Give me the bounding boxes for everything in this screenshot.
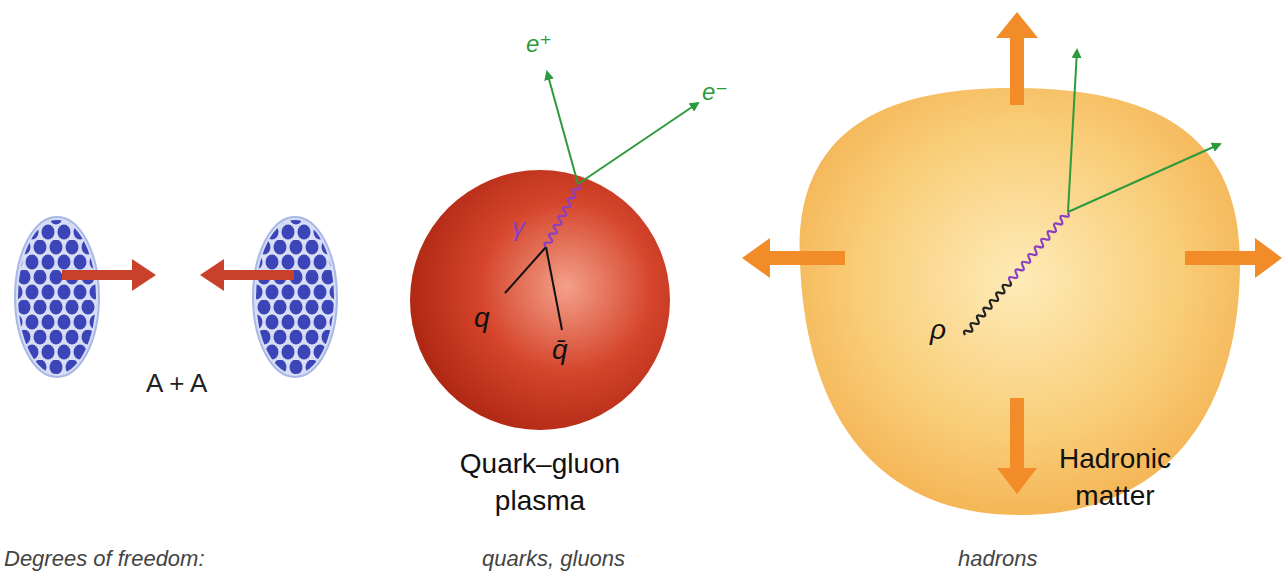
antiquark-symbol: q̄ <box>552 334 568 366</box>
row-heading: Degrees of freedom: <box>4 546 205 572</box>
collision-label: A + A <box>146 368 207 399</box>
electron-symbol: e⁻ <box>702 78 728 106</box>
photon-symbol: γ <box>512 212 525 243</box>
nucleus-right <box>253 217 337 377</box>
degrees-of-freedom: hadrons <box>958 546 1038 572</box>
nucleus-left <box>15 217 99 377</box>
beam-arrows <box>62 259 294 291</box>
phase-label: Hadronic matter <box>1030 440 1200 514</box>
quark-symbol: q <box>474 302 490 334</box>
degrees-of-freedom: quarks, gluons <box>482 546 625 572</box>
qgp-sphere: Quark–gluon plasma <box>405 40 735 530</box>
hadronic-fireball: Hadronic matter <box>738 8 1285 548</box>
node-outline <box>738 8 1285 548</box>
positron-symbol: e⁺ <box>526 30 552 58</box>
rho-symbol: ρ <box>930 314 946 346</box>
phase-label: Quark–gluon plasma <box>425 445 655 519</box>
